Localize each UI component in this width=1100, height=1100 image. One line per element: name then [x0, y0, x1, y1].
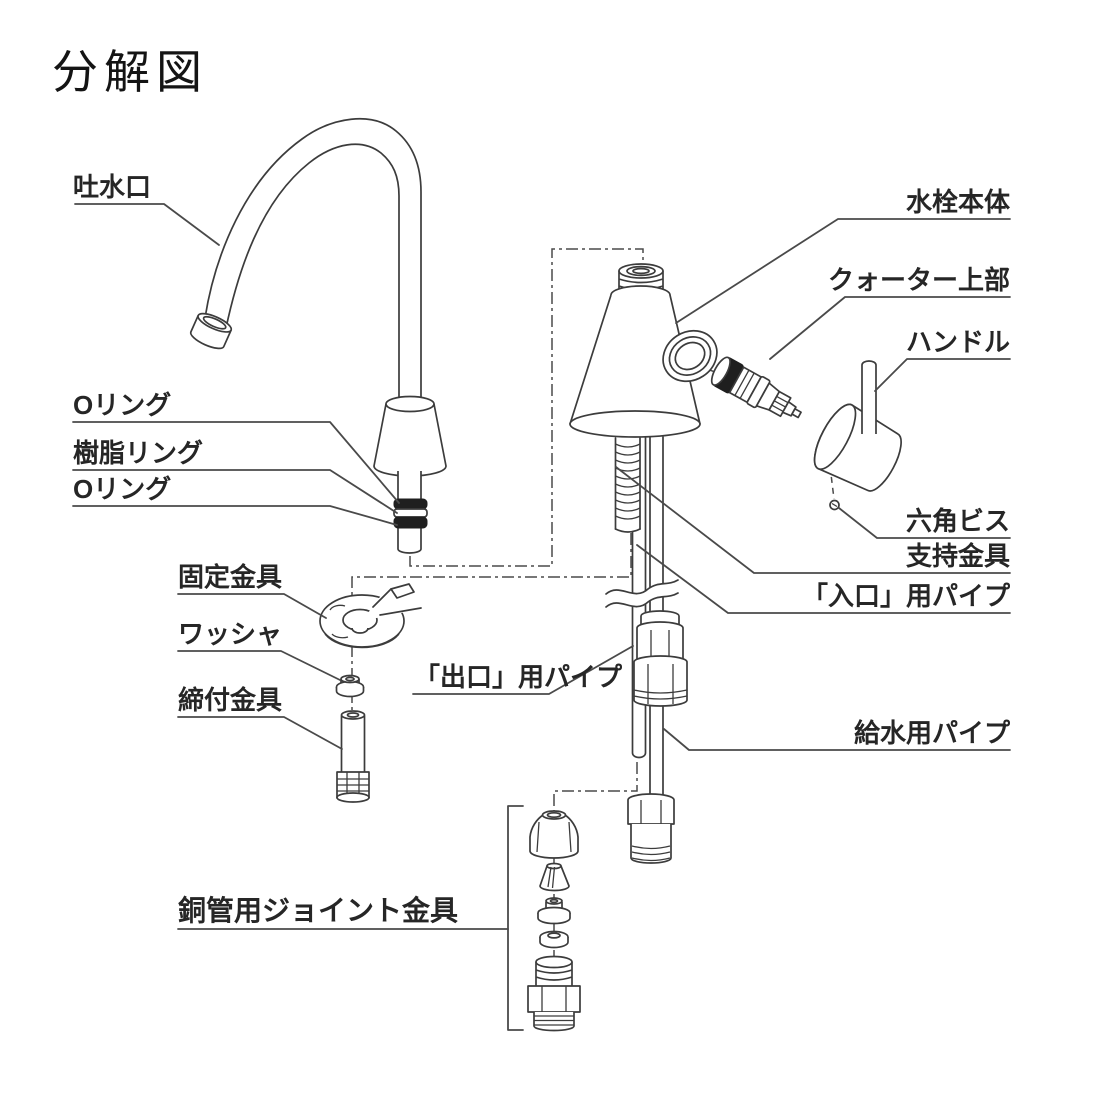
label-spout: 吐水口 — [73, 172, 151, 202]
o-rings-drawing — [393, 498, 428, 529]
joint-body — [527, 955, 581, 1032]
label-inlet-pipe: 「入口」用パイプ — [802, 581, 1011, 611]
resin-ring — [393, 508, 428, 518]
axis-outlet-to-joint — [553, 762, 638, 814]
label-washer: ワッシャ — [178, 619, 282, 649]
body-bottom-rim — [569, 410, 701, 438]
leader-oring-1 — [72, 421, 400, 504]
label-oring-1: Oリング — [73, 390, 171, 420]
spout-base-cone — [373, 403, 447, 477]
threaded-shank — [614, 437, 641, 533]
ferrule-sleeve — [539, 862, 570, 892]
mounting-hardware-drawing — [319, 583, 430, 803]
label-handle: ハンドル — [906, 327, 1010, 357]
axis-spout-to-body — [409, 248, 644, 567]
handle-lever-rod — [861, 360, 877, 434]
leader-cartridge — [769, 296, 1011, 360]
page-title: 分解図 — [52, 47, 208, 98]
spout-base-drawing — [373, 395, 447, 554]
leader-tightening — [177, 716, 343, 750]
hex-screw-drawing — [829, 499, 840, 511]
packing-washer — [537, 897, 571, 925]
label-supply-pipe: 給水用パイプ — [854, 718, 1011, 748]
gooseneck-tube — [204, 118, 422, 403]
leader-spout — [74, 203, 220, 246]
fixing-plate — [319, 583, 430, 649]
leader-outlet-pipe — [412, 645, 634, 695]
valve-port — [662, 329, 718, 383]
pipe-break-symbol — [605, 579, 679, 608]
leader-washer — [177, 650, 341, 681]
body-top-threads — [618, 270, 664, 298]
flat-washer — [539, 930, 569, 949]
leader-fixing-plate — [177, 593, 327, 619]
leader-resin-ring — [72, 469, 398, 514]
label-hex-screw: 六角ビス — [906, 506, 1010, 536]
compression-fitting — [633, 610, 688, 707]
handle-drawing — [813, 360, 902, 492]
washer-part — [335, 674, 365, 698]
leader-oring-2 — [72, 505, 398, 526]
leader-lines — [72, 203, 1011, 930]
tightening-fitting — [336, 710, 370, 803]
cartridge-drawing — [710, 356, 802, 419]
leader-supply-pipe — [663, 728, 1011, 751]
label-outlet-pipe: 「出口」用パイプ — [414, 662, 623, 692]
label-oring-2: Oリング — [73, 474, 171, 504]
spout-drawing — [189, 118, 422, 403]
label-cartridge: クォーター上部 — [828, 265, 1010, 295]
label-resin-ring: 樹脂リング — [73, 438, 203, 468]
leader-hex-screw — [838, 507, 1011, 539]
leader-inlet-pipe — [636, 544, 1011, 614]
cap-nut — [529, 810, 579, 859]
joint-group-bracket — [507, 805, 524, 1031]
supply-pipe-end-fitting — [627, 793, 675, 864]
labels: 吐水口 Oリング 樹脂リング Oリング 固定金具 ワッシャ 締付金具 銅管用ジョ… — [73, 172, 1011, 926]
copper-joint-drawing — [507, 805, 581, 1032]
leader-support — [615, 466, 1011, 574]
label-support: 支持金具 — [906, 541, 1010, 571]
label-fixing-plate: 固定金具 — [178, 562, 282, 592]
o-ring-top — [393, 498, 428, 510]
label-copper-joint: 銅管用ジョイント金具 — [178, 894, 458, 926]
faucet-body-drawing — [569, 263, 718, 438]
aerator-cap — [189, 312, 233, 350]
label-faucet-body: 水栓本体 — [906, 187, 1011, 217]
o-ring-bottom — [393, 516, 428, 529]
pipes-drawing — [605, 436, 688, 864]
label-tightening: 締付金具 — [178, 685, 282, 715]
leader-handle — [874, 358, 1011, 392]
leader-faucet-body — [675, 218, 1011, 324]
fixing-plate-tab — [390, 583, 415, 599]
